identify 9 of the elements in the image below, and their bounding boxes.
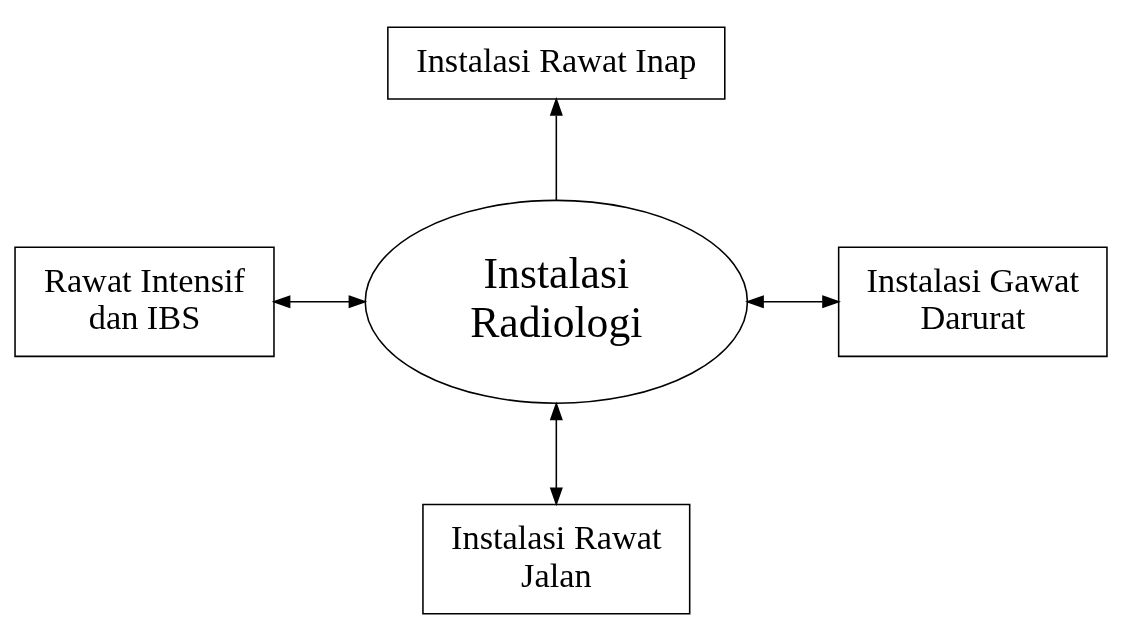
arrow bbox=[549, 96, 563, 201]
arrow bbox=[271, 294, 368, 308]
arrow bbox=[549, 400, 563, 506]
node-box: Instalasi Rawat Inap bbox=[387, 25, 726, 100]
node-ellipse: Instalasi Radiologi bbox=[364, 199, 749, 404]
arrow bbox=[745, 294, 841, 308]
node-box: Rawat Intensif dan IBS bbox=[14, 245, 275, 357]
node-box: Instalasi Rawat Jalan bbox=[422, 503, 691, 615]
node-box: Instalasi Gawat Darurat bbox=[837, 245, 1108, 357]
